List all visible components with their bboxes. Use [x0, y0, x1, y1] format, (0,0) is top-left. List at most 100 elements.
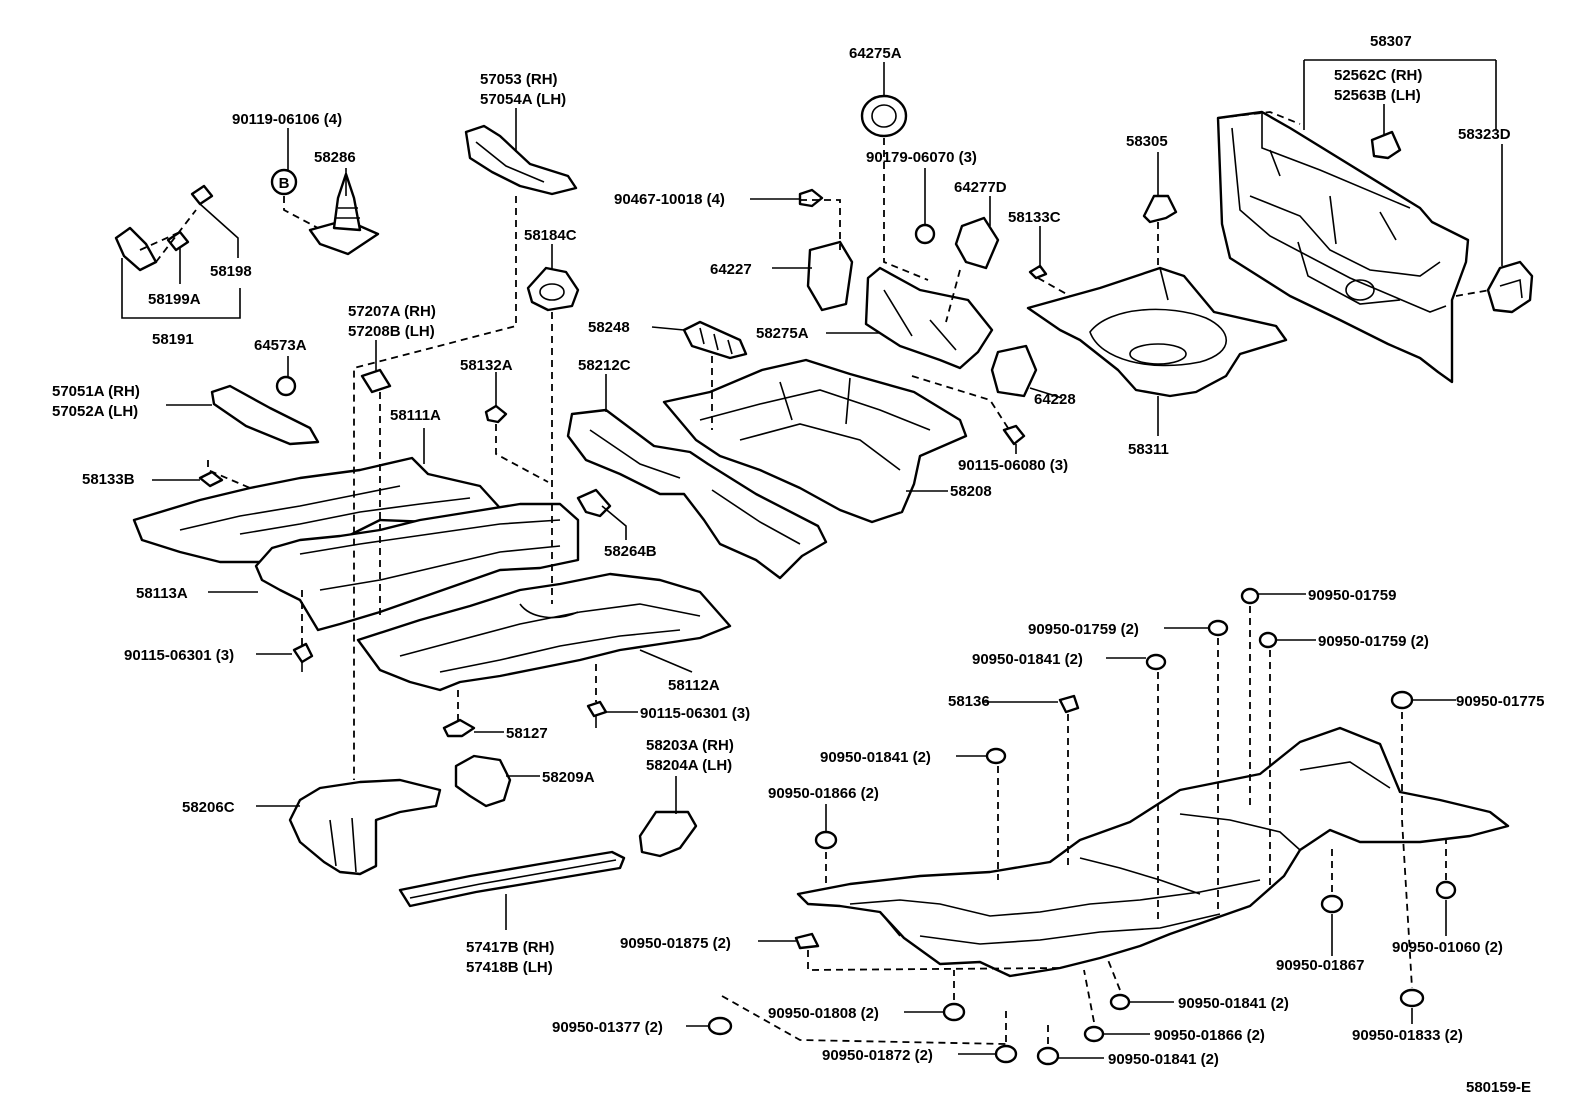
label-57051a: 57051A (RH) [52, 383, 140, 400]
label-57053: 57053 (RH) [480, 71, 558, 88]
label-90179-06070: 90179-06070 (3) [866, 149, 977, 166]
part-number-labels: 58307 52562C (RH) 52563B (LH) 58323D 642… [52, 33, 1544, 1096]
part-90115-06301-bolt-b [586, 700, 608, 718]
part-58184c-grommet [526, 266, 580, 312]
label-90950-01808: 90950-01808 (2) [768, 1005, 879, 1022]
label-57208b: 57208B (LH) [348, 323, 435, 340]
part-58311-spare-tire-well [1026, 266, 1288, 398]
part-90115-06080-bolt [1002, 424, 1026, 446]
label-90950-01759-c: 90950-01759 (2) [1318, 633, 1429, 650]
part-58208-center-floor [662, 358, 968, 524]
part-58113a-tunnel [254, 502, 580, 632]
label-90950-01866-b: 90950-01866 (2) [1154, 1027, 1265, 1044]
part-58209a-bracket [454, 754, 512, 808]
label-90950-01875: 90950-01875 (2) [620, 935, 731, 952]
label-90950-01759-a: 90950-01759 [1308, 587, 1396, 604]
part-64277d-cover [954, 216, 1000, 270]
label-58307: 58307 [1370, 33, 1412, 50]
part-57051a-bracket [210, 384, 320, 446]
label-58203a: 58203A (RH) [646, 737, 734, 754]
label-58286: 58286 [314, 149, 356, 166]
part-58133c-clip [1028, 264, 1048, 280]
label-90119-06106: 90119-06106 (4) [232, 111, 342, 128]
label-58127: 58127 [506, 725, 548, 742]
part-floor-insulator-assembly [796, 726, 1510, 978]
part-58305-bracket [1142, 194, 1178, 224]
label-90467-10018: 90467-10018 (4) [614, 191, 725, 208]
label-58112a: 58112A [668, 677, 720, 694]
label-58206c: 58206C [182, 799, 235, 816]
label-57418b: 57418B (LH) [466, 959, 553, 976]
part-64275a-grommet [860, 94, 908, 138]
part-64227-plate [806, 240, 854, 312]
label-58204a: 58204A (LH) [646, 757, 732, 774]
label-90950-01866-a: 90950-01866 (2) [768, 785, 879, 802]
label-57207a: 57207A (RH) [348, 303, 436, 320]
label-57417b: 57417B (RH) [466, 939, 554, 956]
label-90950-01841-a: 90950-01841 (2) [972, 651, 1083, 668]
label-52563b: 52563B (LH) [1334, 87, 1421, 104]
label-90950-01060: 90950-01060 (2) [1392, 939, 1503, 956]
leader-lines [121, 59, 1503, 1059]
label-58133b: 58133B [82, 471, 135, 488]
label-90115-06080: 90115-06080 (3) [958, 457, 1068, 474]
label-90115-06301-b: 90115-06301 (3) [640, 705, 750, 722]
part-58127-clip [442, 718, 476, 738]
label-90950-01833: 90950-01833 (2) [1352, 1027, 1463, 1044]
label-58212c: 58212C [578, 357, 631, 374]
assembly-dashed-lines [139, 111, 1491, 1045]
part-58199a-bolt [166, 230, 190, 252]
label-90950-01377: 90950-01377 (2) [552, 1019, 663, 1036]
label-64228: 64228 [1034, 391, 1076, 408]
label-58323d: 58323D [1458, 126, 1511, 143]
label-90950-01872: 90950-01872 (2) [822, 1047, 933, 1064]
part-90115-06301-bolt-a [292, 642, 314, 664]
label-58198: 58198 [210, 263, 252, 280]
part-90467-clip [798, 188, 824, 208]
part-58133b-clip [198, 470, 224, 488]
label-90950-01867: 90950-01867 [1276, 957, 1364, 974]
part-58212c-cross-member [566, 408, 828, 580]
label-58248: 58248 [588, 319, 630, 336]
part-58112a-floor-pan [356, 572, 732, 692]
label-58113a: 58113A [136, 585, 188, 602]
label-90950-01759-b: 90950-01759 (2) [1028, 621, 1139, 638]
part-58323d-mount [1486, 260, 1534, 314]
label-58111a: 58111A [390, 407, 441, 424]
label-58199a: 58199A [148, 291, 201, 308]
label-58184c: 58184C [524, 227, 577, 244]
part-58203a-bracket [638, 810, 698, 858]
part-90179-nut [914, 223, 936, 245]
label-64275a: 64275A [849, 45, 902, 62]
part-64573a-plug [275, 375, 297, 397]
label-90950-01841-d: 90950-01841 (2) [1108, 1051, 1219, 1068]
label-58208: 58208 [950, 483, 992, 500]
label-64573a: 64573A [254, 337, 307, 354]
part-57053-crossmember [464, 124, 578, 196]
grommet-set [707, 587, 1457, 1066]
callout-b-symbol: B [279, 175, 290, 192]
label-58132a: 58132A [460, 357, 513, 374]
label-58209a: 58209A [542, 769, 595, 786]
part-52562c-bracket [1370, 130, 1402, 160]
part-58264b-clip [576, 488, 612, 518]
part-58275a-panel [864, 266, 994, 370]
callout-b-circle [270, 168, 298, 196]
part-57207a-bracket [360, 368, 392, 394]
label-58305: 58305 [1126, 133, 1168, 150]
label-58136: 58136 [948, 693, 990, 710]
label-90950-01841-b: 90950-01841 (2) [820, 749, 931, 766]
label-52562c: 52562C (RH) [1334, 67, 1422, 84]
drawing-code: 580159-E [1466, 1079, 1531, 1096]
label-64277d: 64277D [954, 179, 1007, 196]
label-58275a: 58275A [756, 325, 809, 342]
label-90950-01841-c: 90950-01841 (2) [1178, 995, 1289, 1012]
label-58264b: 58264B [604, 543, 657, 560]
label-90115-06301-a: 90115-06301 (3) [124, 647, 234, 664]
part-58206c-bracket [288, 778, 442, 876]
label-57052a: 57052A (LH) [52, 403, 138, 420]
label-58191: 58191 [152, 331, 194, 348]
part-58132a-clip [484, 404, 508, 424]
part-58198-bolt [190, 184, 214, 206]
